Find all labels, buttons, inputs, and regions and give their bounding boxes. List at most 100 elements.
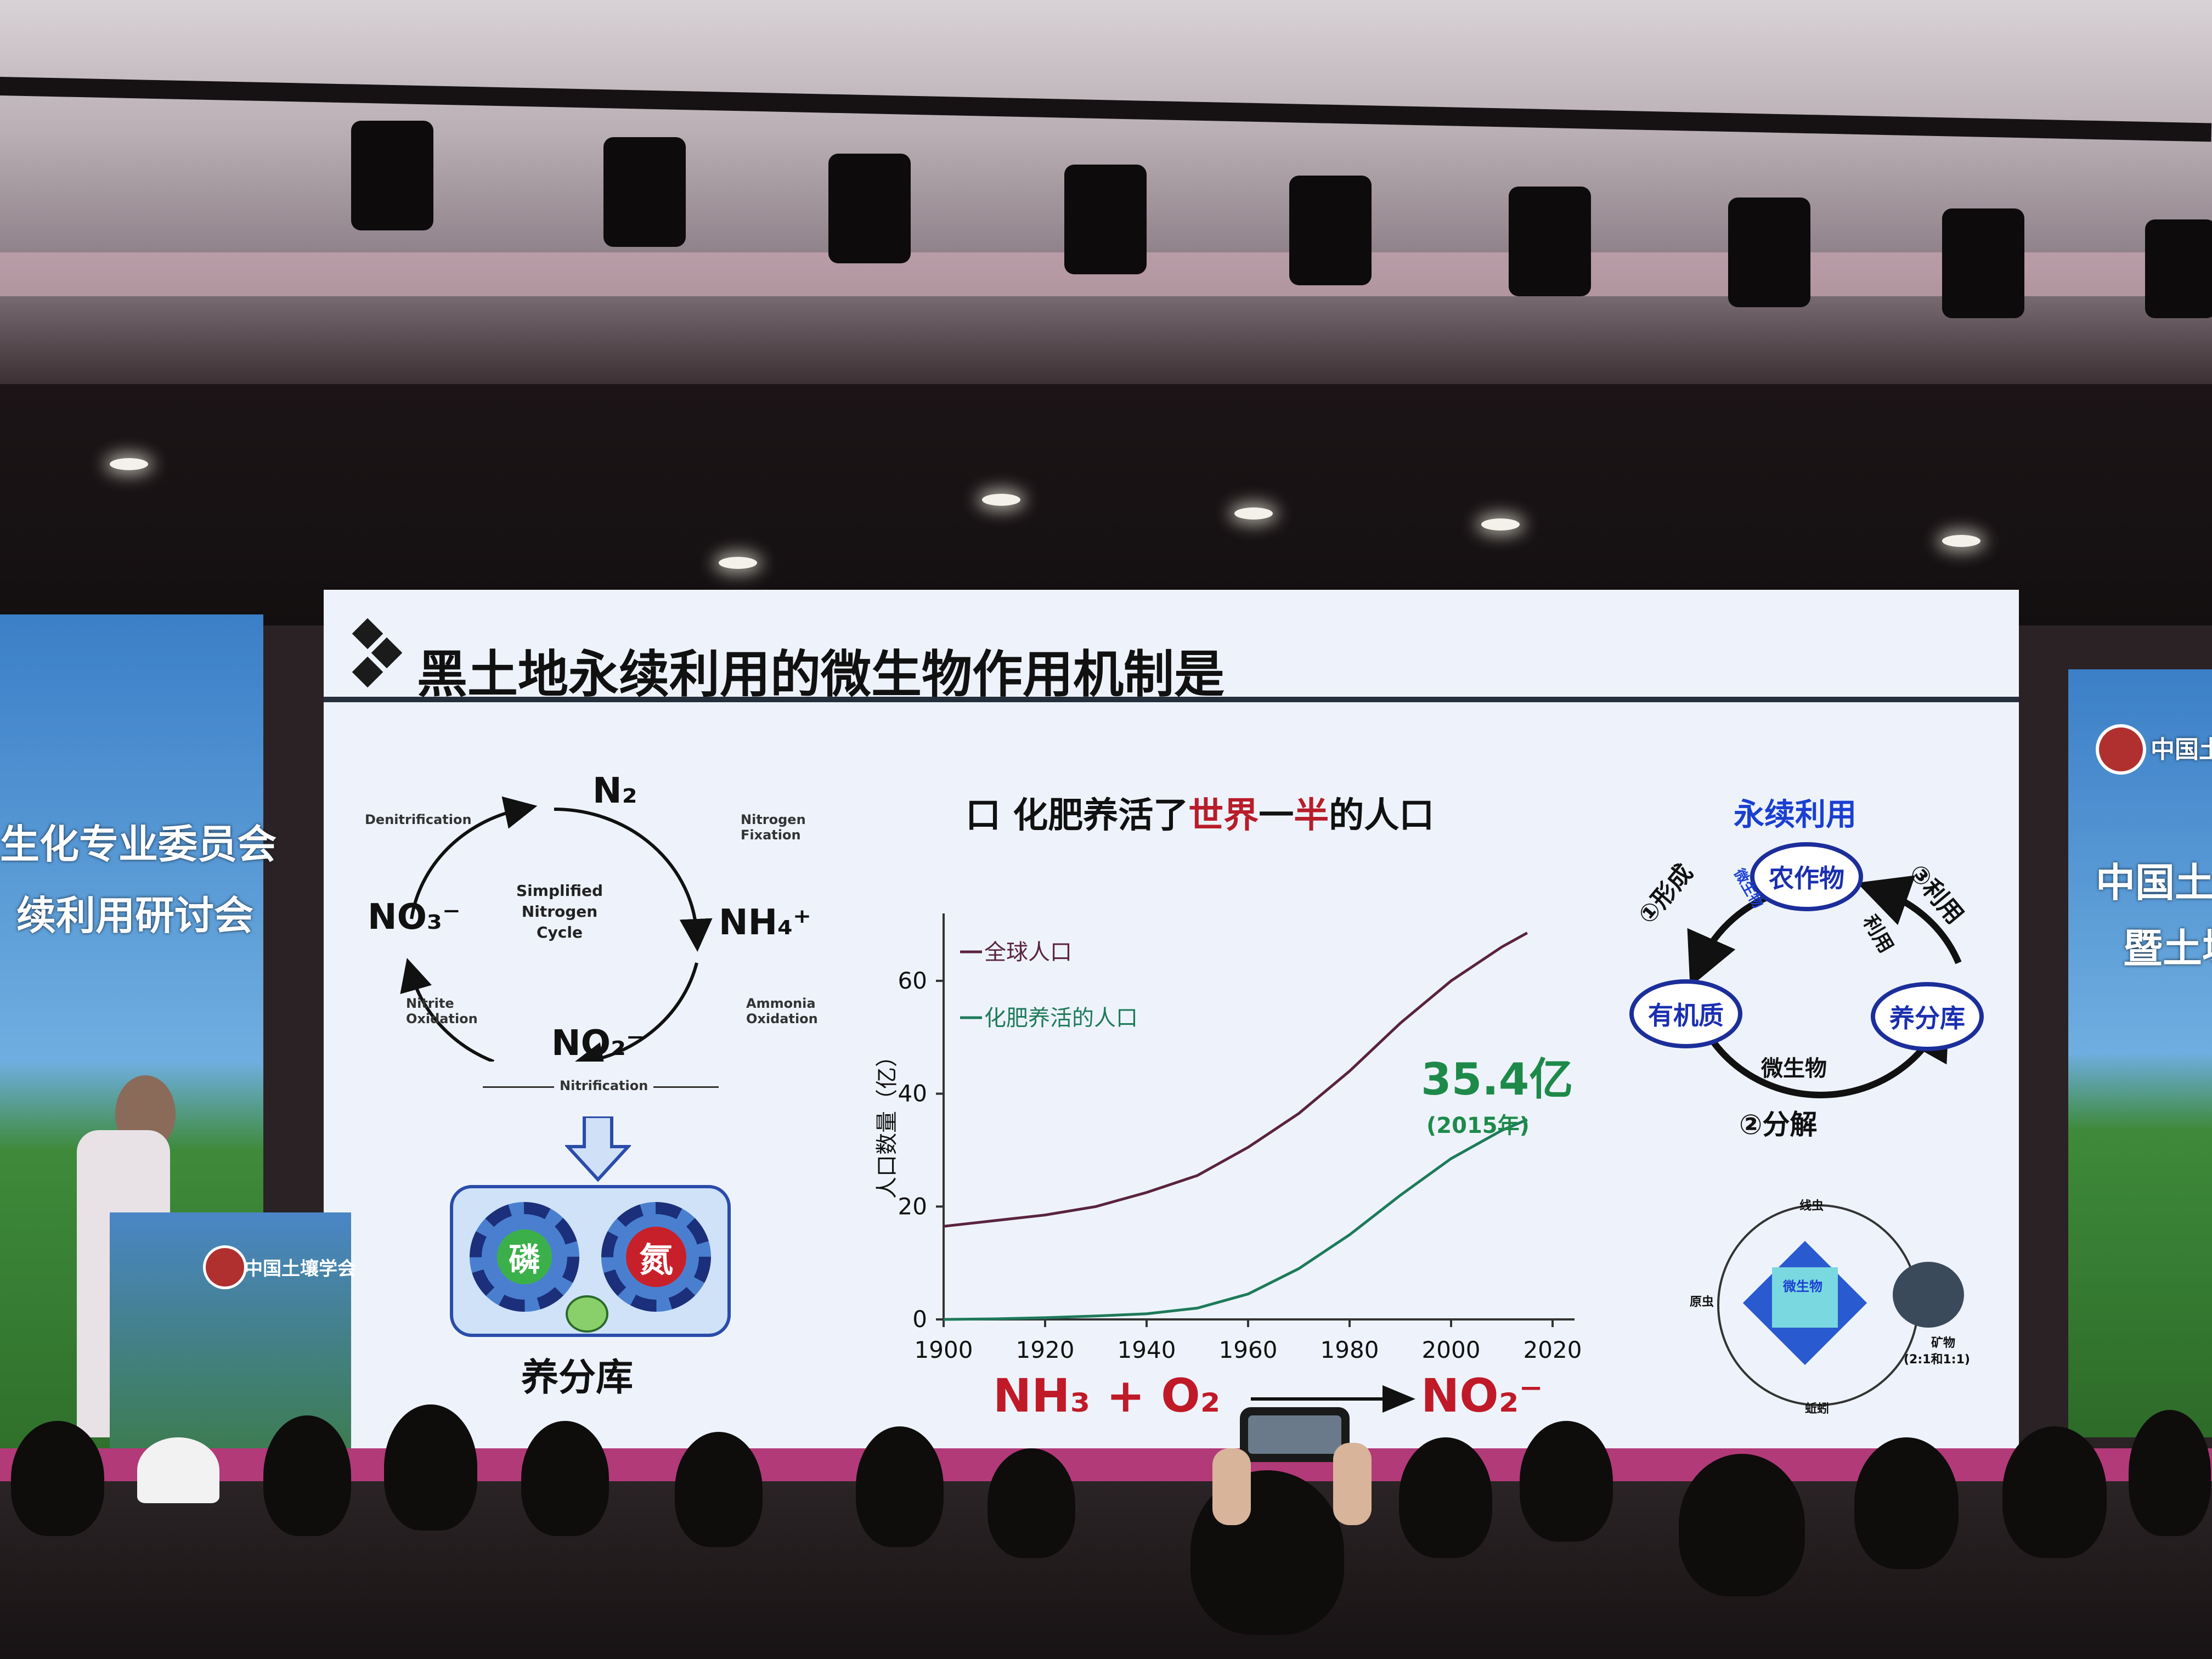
audience-head: [1854, 1437, 1959, 1569]
chart-heading-suffix: 的人口: [1329, 795, 1435, 836]
annotation-note: (2015年): [1426, 1113, 1530, 1138]
equation-rhs: NO₂⁻: [1421, 1369, 1543, 1423]
nitrite-oxidation-line: Nitrite: [406, 996, 454, 1011]
left-screen-line1: 生化专业委员会: [0, 821, 277, 867]
stage-light: [828, 154, 911, 263]
title-divider: [324, 697, 2019, 702]
stage-light: [1064, 165, 1147, 274]
sustain-title: 永续利用: [1734, 797, 1857, 833]
audience-head: [856, 1426, 944, 1547]
audience-head: [263, 1415, 351, 1536]
audience: [0, 1481, 2212, 1659]
cycle-center-line: Cycle: [537, 923, 583, 941]
fixation-label: Nitrogen Fixation: [741, 812, 806, 843]
no2-label: NO₂⁻: [551, 1023, 645, 1064]
ceiling-lamp: [1942, 535, 1980, 547]
audience-cap: [137, 1437, 219, 1503]
podium-logo-text: 中国土壤学会: [244, 1258, 356, 1280]
step-decompose-label: ②分解: [1739, 1109, 1818, 1141]
fixation-label-line: Nitrogen: [741, 812, 806, 827]
audience-head: [2129, 1410, 2211, 1536]
phosphorus-label: 磷: [497, 1229, 552, 1284]
soil-web-ratio-label: (2:1和1:1): [1904, 1353, 1970, 1367]
chart-heading-highlight: 半: [1294, 795, 1329, 836]
audience-phone: [1240, 1407, 1350, 1462]
stage-light: [351, 121, 433, 230]
soil-web-bottom-label: 蚯蚓: [1805, 1402, 1830, 1416]
chart-heading-middle: 一: [1259, 795, 1294, 836]
title-bullet-icon: [371, 637, 403, 669]
audience-head: [2002, 1426, 2107, 1558]
soil-web-left-label: 原虫: [1690, 1295, 1714, 1309]
title-bullet-icon: [352, 618, 383, 650]
ceiling-lamp: [110, 458, 148, 470]
stage-light: [2145, 219, 2212, 318]
y-tick-label: 20: [898, 1193, 927, 1220]
ammonia-oxidation-arrow: [571, 962, 698, 1062]
organic-matter-node: 有机质: [1629, 979, 1742, 1048]
y-axis-label: 人口数量（亿）: [874, 1045, 900, 1199]
small-gear-icon: [566, 1295, 608, 1333]
nitrogen-gear-icon: 氮: [601, 1202, 711, 1312]
stage-light: [1942, 208, 2024, 318]
audience-head: [675, 1432, 763, 1547]
x-tick-label: 2020: [1523, 1336, 1582, 1363]
ceiling-lamp: [719, 557, 757, 569]
audience-head: [1399, 1437, 1492, 1558]
soil-web-center-label: 微生物: [1783, 1279, 1822, 1294]
stage-light: [1728, 198, 1810, 307]
nutrient-pool-node: 养分库: [1871, 982, 1984, 1051]
annotation-value: 35.4亿: [1421, 1054, 1573, 1105]
audience-hand: [1333, 1443, 1372, 1525]
audience-head: [11, 1421, 104, 1536]
ceiling-lamp: [1234, 507, 1273, 520]
soil-web-right-label: 矿物: [1931, 1336, 1956, 1350]
chart-heading-prefix: 口 化肥养活了: [966, 795, 1189, 836]
x-tick-label: 1960: [1219, 1336, 1278, 1363]
series-line-2: [943, 1118, 1528, 1321]
equation-lhs: NH₃ + O₂: [993, 1369, 1221, 1423]
fixation-arrow: [554, 807, 713, 952]
ammonia-oxidation-label: Ammonia Oxidation: [746, 996, 818, 1026]
n2-label: N₂: [592, 771, 637, 811]
audience-head: [988, 1448, 1075, 1558]
right-screen-logo-text: 中国土壤: [2151, 736, 2212, 764]
cycle-center-label: Simplified Nitrogen Cycle: [505, 881, 614, 943]
x-tick-label: 1940: [1118, 1336, 1176, 1363]
nitrite-oxidation-arrow: [400, 958, 495, 1062]
reaction-arrow-icon: [1251, 1385, 1415, 1413]
podium-logo-icon: [203, 1245, 247, 1289]
nitrogen-cycle-arrows: [400, 796, 713, 1062]
right-side-screen: 中国土壤 中国土壤 暨土壤: [2068, 669, 2212, 1437]
cycle-center-line: Simplified: [516, 882, 603, 900]
y-tick-label: 0: [912, 1306, 927, 1333]
y-tick-label: 60: [898, 967, 927, 994]
stage-light: [1509, 187, 1591, 296]
fixation-label-line: Fixation: [741, 827, 801, 843]
stage-light: [1289, 176, 1372, 285]
decompose-arrow: [1709, 1006, 1950, 1098]
nitrogen-label: 氮: [626, 1227, 686, 1287]
chart-heading: 口 化肥养活了世界一半的人口: [966, 787, 1434, 838]
ammonia-oxidation-line: Oxidation: [746, 1011, 818, 1026]
audience-hand: [1212, 1448, 1251, 1525]
x-tick-label: 2000: [1422, 1336, 1481, 1363]
x-tick-label: 1980: [1321, 1336, 1379, 1363]
legend-label: 化肥养活的人口: [984, 1006, 1138, 1031]
society-logo-icon: [2096, 724, 2146, 775]
right-screen-line2: 暨土壤: [2123, 926, 2212, 972]
phone-screen: [1248, 1415, 1341, 1454]
y-tick-label: 40: [898, 1080, 927, 1107]
audience-head: [1679, 1454, 1805, 1596]
right-screen-line1: 中国土壤: [2096, 860, 2212, 906]
audience-head: [1520, 1421, 1613, 1542]
stage-light: [603, 137, 686, 247]
mineral-image: [1893, 1262, 1964, 1328]
slide-title: 黑土地永续利用的微生物作用机制是: [417, 645, 1225, 704]
x-tick-label: 1920: [1016, 1336, 1075, 1363]
down-arrow-icon: [565, 1116, 631, 1182]
nh4-label: NH₄⁺: [719, 902, 811, 943]
presentation-slide: 黑土地永续利用的微生物作用机制是 N₂ NH₄⁺ NO₂⁻ NO₃⁻ Simpl…: [324, 590, 2019, 1448]
series-line-1: [943, 932, 1528, 1228]
nutrient-store-box: 磷 氮: [450, 1185, 731, 1337]
